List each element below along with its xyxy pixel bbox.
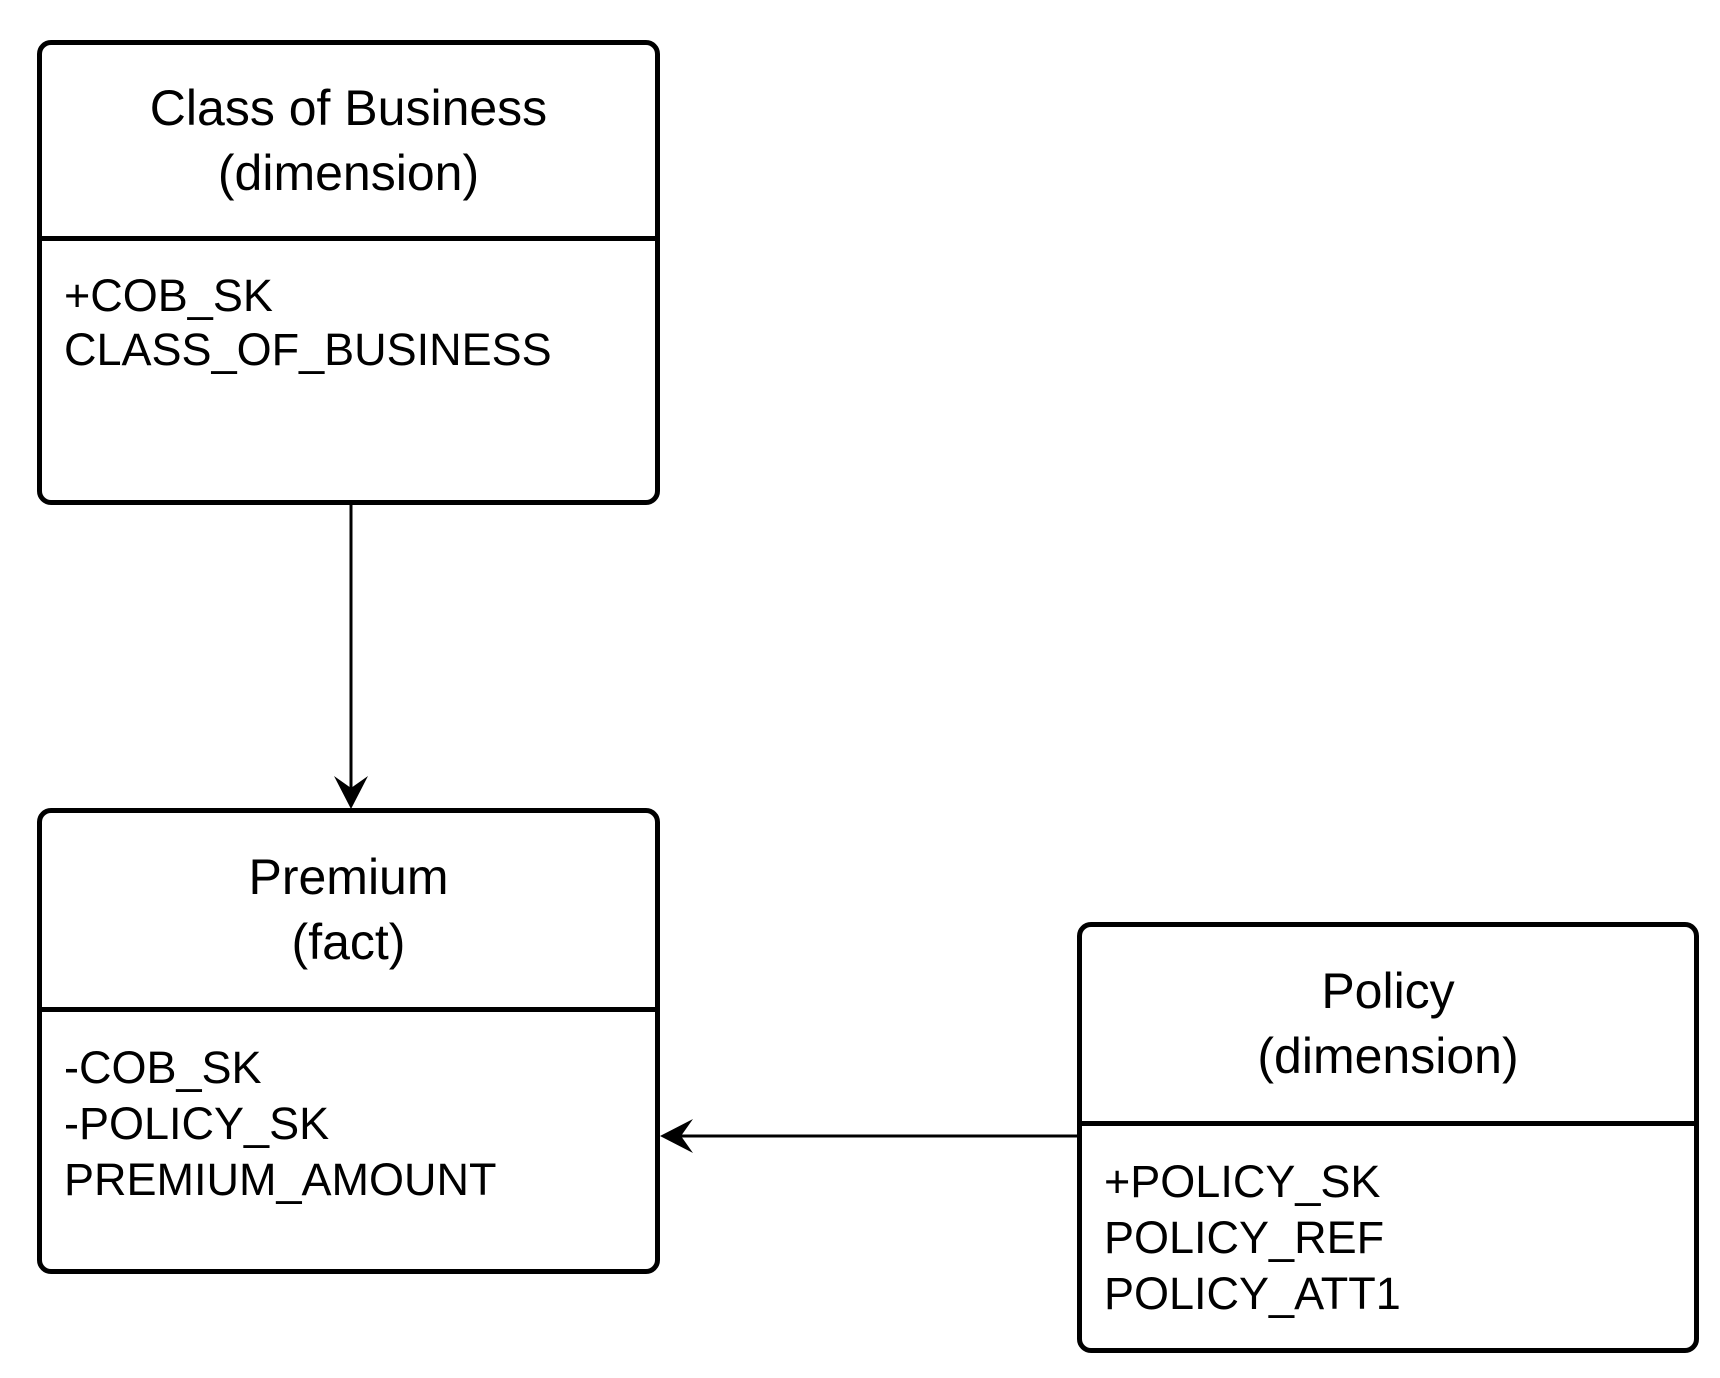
entity-header: Premium (fact) [42, 813, 655, 1012]
attribute-policy-sk: -POLICY_SK [64, 1098, 330, 1149]
entity-title: Class of Business [149, 79, 548, 136]
entity-title: Policy [1321, 963, 1455, 1019]
entity-title: Premium [248, 849, 449, 905]
attribute-policy-att1: POLICY_ATT1 [1104, 1268, 1401, 1319]
attribute-policy-ref: POLICY_REF [1104, 1212, 1385, 1263]
relationship-cob-to-premium [334, 505, 368, 809]
entity-header: Policy (dimension) [1082, 927, 1694, 1126]
entity-subtitle: (dimension) [1257, 1028, 1519, 1084]
entity-attributes: +POLICY_SK POLICY_REF POLICY_ATT1 [1082, 1126, 1694, 1322]
entity-subtitle: (fact) [291, 914, 406, 970]
entity-attributes: +COB_SK CLASS_OF_BUSINESS [42, 241, 655, 377]
arrowhead-down-icon [334, 776, 368, 809]
entity-class-of-business[interactable]: Class of Business (dimension) +COB_SK CL… [37, 40, 660, 505]
relationship-policy-to-premium [660, 1119, 1077, 1153]
attribute-premium-amount: PREMIUM_AMOUNT [64, 1154, 497, 1205]
entity-policy[interactable]: Policy (dimension) +POLICY_SK POLICY_REF… [1077, 922, 1699, 1353]
entity-premium[interactable]: Premium (fact) -COB_SK -POLICY_SK PREMIU… [37, 808, 660, 1274]
attribute-policy-sk: +POLICY_SK [1104, 1156, 1381, 1207]
entity-subtitle: (dimension) [217, 144, 480, 201]
arrowhead-left-icon [660, 1119, 693, 1153]
attribute-cob-sk: +COB_SK [64, 270, 273, 321]
attribute-cob-sk: -COB_SK [64, 1042, 262, 1093]
entity-attributes: -COB_SK -POLICY_SK PREMIUM_AMOUNT [42, 1012, 655, 1208]
entity-header: Class of Business (dimension) [42, 45, 655, 241]
attribute-class-of-business: CLASS_OF_BUSINESS [64, 324, 552, 375]
